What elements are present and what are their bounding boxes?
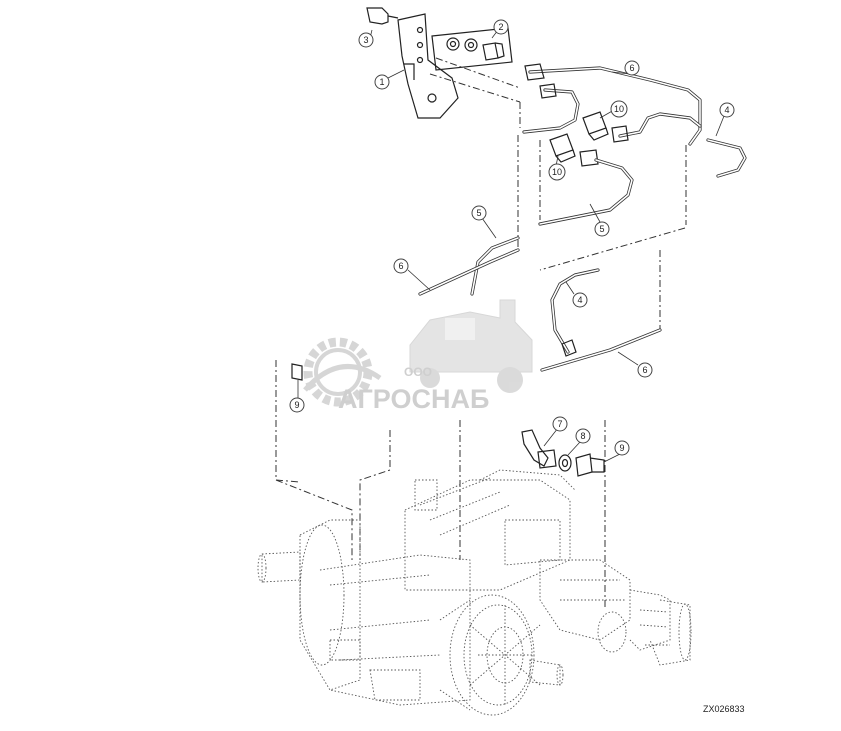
pipe-part-6-upper xyxy=(522,66,702,146)
callout-4-lower: 4 xyxy=(572,292,588,308)
alignment-line xyxy=(539,227,686,271)
callout-5-left: 5 xyxy=(471,205,487,221)
pipe-part-5 xyxy=(470,158,634,296)
plate-fittings-part-2 xyxy=(431,27,513,71)
fitting-part-9-left xyxy=(291,363,303,381)
pipe-part-4-upper xyxy=(618,112,747,178)
callout-label: 10 xyxy=(614,104,624,114)
callout-label: 6 xyxy=(642,365,647,375)
union-part-10-lower xyxy=(549,133,599,167)
callout-9-left: 9 xyxy=(289,397,305,413)
callout-3: 3 xyxy=(358,32,374,48)
watermark: ООО АГРОСНАБ xyxy=(303,299,533,414)
watermark-name: АГРОСНАБ xyxy=(338,384,489,414)
callout-6-left: 6 xyxy=(393,258,409,274)
callout-label: 5 xyxy=(599,224,604,234)
callout-6-lower: 6 xyxy=(637,362,653,378)
callout-label: 4 xyxy=(724,105,729,115)
callout-label: 10 xyxy=(552,167,562,177)
alignment-line xyxy=(429,73,521,103)
callout-7: 7 xyxy=(552,416,568,432)
adapter-part-9 xyxy=(575,453,605,477)
callout-label: 2 xyxy=(498,22,503,32)
callout-label: 7 xyxy=(557,419,562,429)
callout-4-upper: 4 xyxy=(719,102,735,118)
union-part-10-upper xyxy=(582,111,629,143)
callout-label: 6 xyxy=(629,63,634,73)
callout-2: 2 xyxy=(493,19,509,35)
combine-harvester-icon xyxy=(409,299,533,393)
watermark-prefix: ООО xyxy=(404,365,432,379)
callout-label: 9 xyxy=(294,400,299,410)
callout-label: 4 xyxy=(577,295,582,305)
elbow-part-7 xyxy=(521,429,557,469)
pipe-part-6-lower xyxy=(540,328,662,372)
bracket-part-1 xyxy=(397,13,459,119)
callout-label: 9 xyxy=(619,443,624,453)
callout-label: 3 xyxy=(363,35,368,45)
callout-10-upper: 10 xyxy=(610,100,628,118)
pipe-part-4-lower xyxy=(550,268,600,357)
transmission-housing xyxy=(257,360,692,716)
callout-label: 8 xyxy=(580,431,585,441)
callout-9-right: 9 xyxy=(614,440,630,456)
callout-label: 6 xyxy=(398,261,403,271)
callout-label: 5 xyxy=(476,208,481,218)
callout-10-lower: 10 xyxy=(548,163,566,181)
callout-label: 1 xyxy=(379,77,384,87)
callout-5-right: 5 xyxy=(594,221,610,237)
gear-logo-icon xyxy=(303,337,382,407)
callout-8: 8 xyxy=(575,428,591,444)
elbow-fitting-part-3 xyxy=(366,7,399,25)
leader-lines xyxy=(297,29,725,463)
pipe-part-6-left xyxy=(418,248,520,296)
washer-part-8 xyxy=(558,454,572,472)
figure-code: ZX026833 xyxy=(703,704,745,714)
callout-1: 1 xyxy=(374,74,390,90)
fitting-nut xyxy=(524,63,557,99)
callout-6-top: 6 xyxy=(624,60,640,76)
